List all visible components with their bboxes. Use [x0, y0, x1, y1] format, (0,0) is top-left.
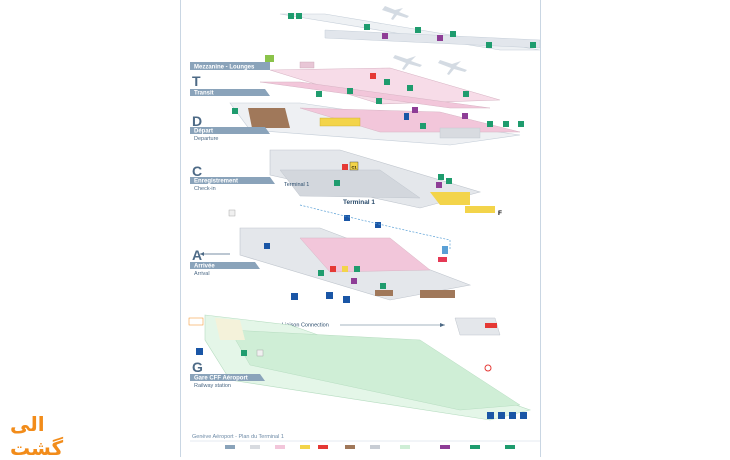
site-logo: الی گشت	[10, 412, 64, 460]
departure-sublabel: Departure	[194, 136, 218, 142]
checkin-level: C1 C Enregistrement Check-in Terminal 1 …	[190, 149, 502, 250]
arrival-label: Arrivée	[194, 264, 215, 270]
railway-letter: G	[192, 359, 203, 375]
legend-swatches	[225, 445, 515, 449]
gate-f-label: F	[498, 210, 502, 217]
departure-icons	[232, 107, 524, 129]
arrival-level: A Arrivée Arrival	[190, 227, 472, 303]
transit-letter: T	[192, 73, 201, 89]
transit-level: T Transit	[190, 67, 501, 109]
terminal1-small-label: Terminal 1	[284, 182, 309, 188]
departure-level: D Départ Departure	[190, 102, 524, 146]
departure-label: Départ	[194, 129, 213, 135]
transit-label: Transit	[194, 91, 214, 97]
mezzanine-level: Mezzanine - Lounges	[190, 55, 315, 71]
right-margin-line	[540, 0, 541, 457]
liaison-label: Liaison Connection	[282, 323, 329, 329]
checkin-icons	[228, 174, 452, 228]
arrival-sublabel: Arrival	[194, 271, 210, 277]
legend-footer: Genève Aéroport - Plan du Terminal 1	[190, 434, 540, 449]
left-margin-line	[180, 0, 181, 457]
checkin-letter: C	[192, 163, 202, 179]
top-pier	[279, 6, 541, 75]
terminal1-label: Terminal 1	[343, 199, 375, 206]
railway-level: G Gare CFF Aéroport Railway station	[190, 314, 532, 421]
lounge-badge-icon	[265, 55, 274, 62]
c1-badge: C1	[352, 165, 358, 170]
arrival-icons	[264, 243, 448, 303]
departure-letter: D	[192, 113, 202, 129]
airplane-icon	[382, 6, 467, 75]
mezzanine-label: Mezzanine - Lounges	[194, 65, 255, 71]
footer-title: Genève Aéroport - Plan du Terminal 1	[192, 434, 284, 440]
arrival-letter: A	[192, 247, 202, 263]
checkin-sublabel: Check-in	[194, 186, 216, 192]
checkin-label: Enregistrement	[194, 179, 238, 185]
railway-icons	[196, 348, 527, 419]
liaison-connection: Liaison Connection	[188, 317, 501, 336]
pier-service-icons	[288, 13, 536, 48]
transit-icons	[316, 73, 469, 104]
railway-label: Gare CFF Aéroport	[194, 376, 248, 382]
railway-sublabel: Railway station	[194, 383, 231, 389]
